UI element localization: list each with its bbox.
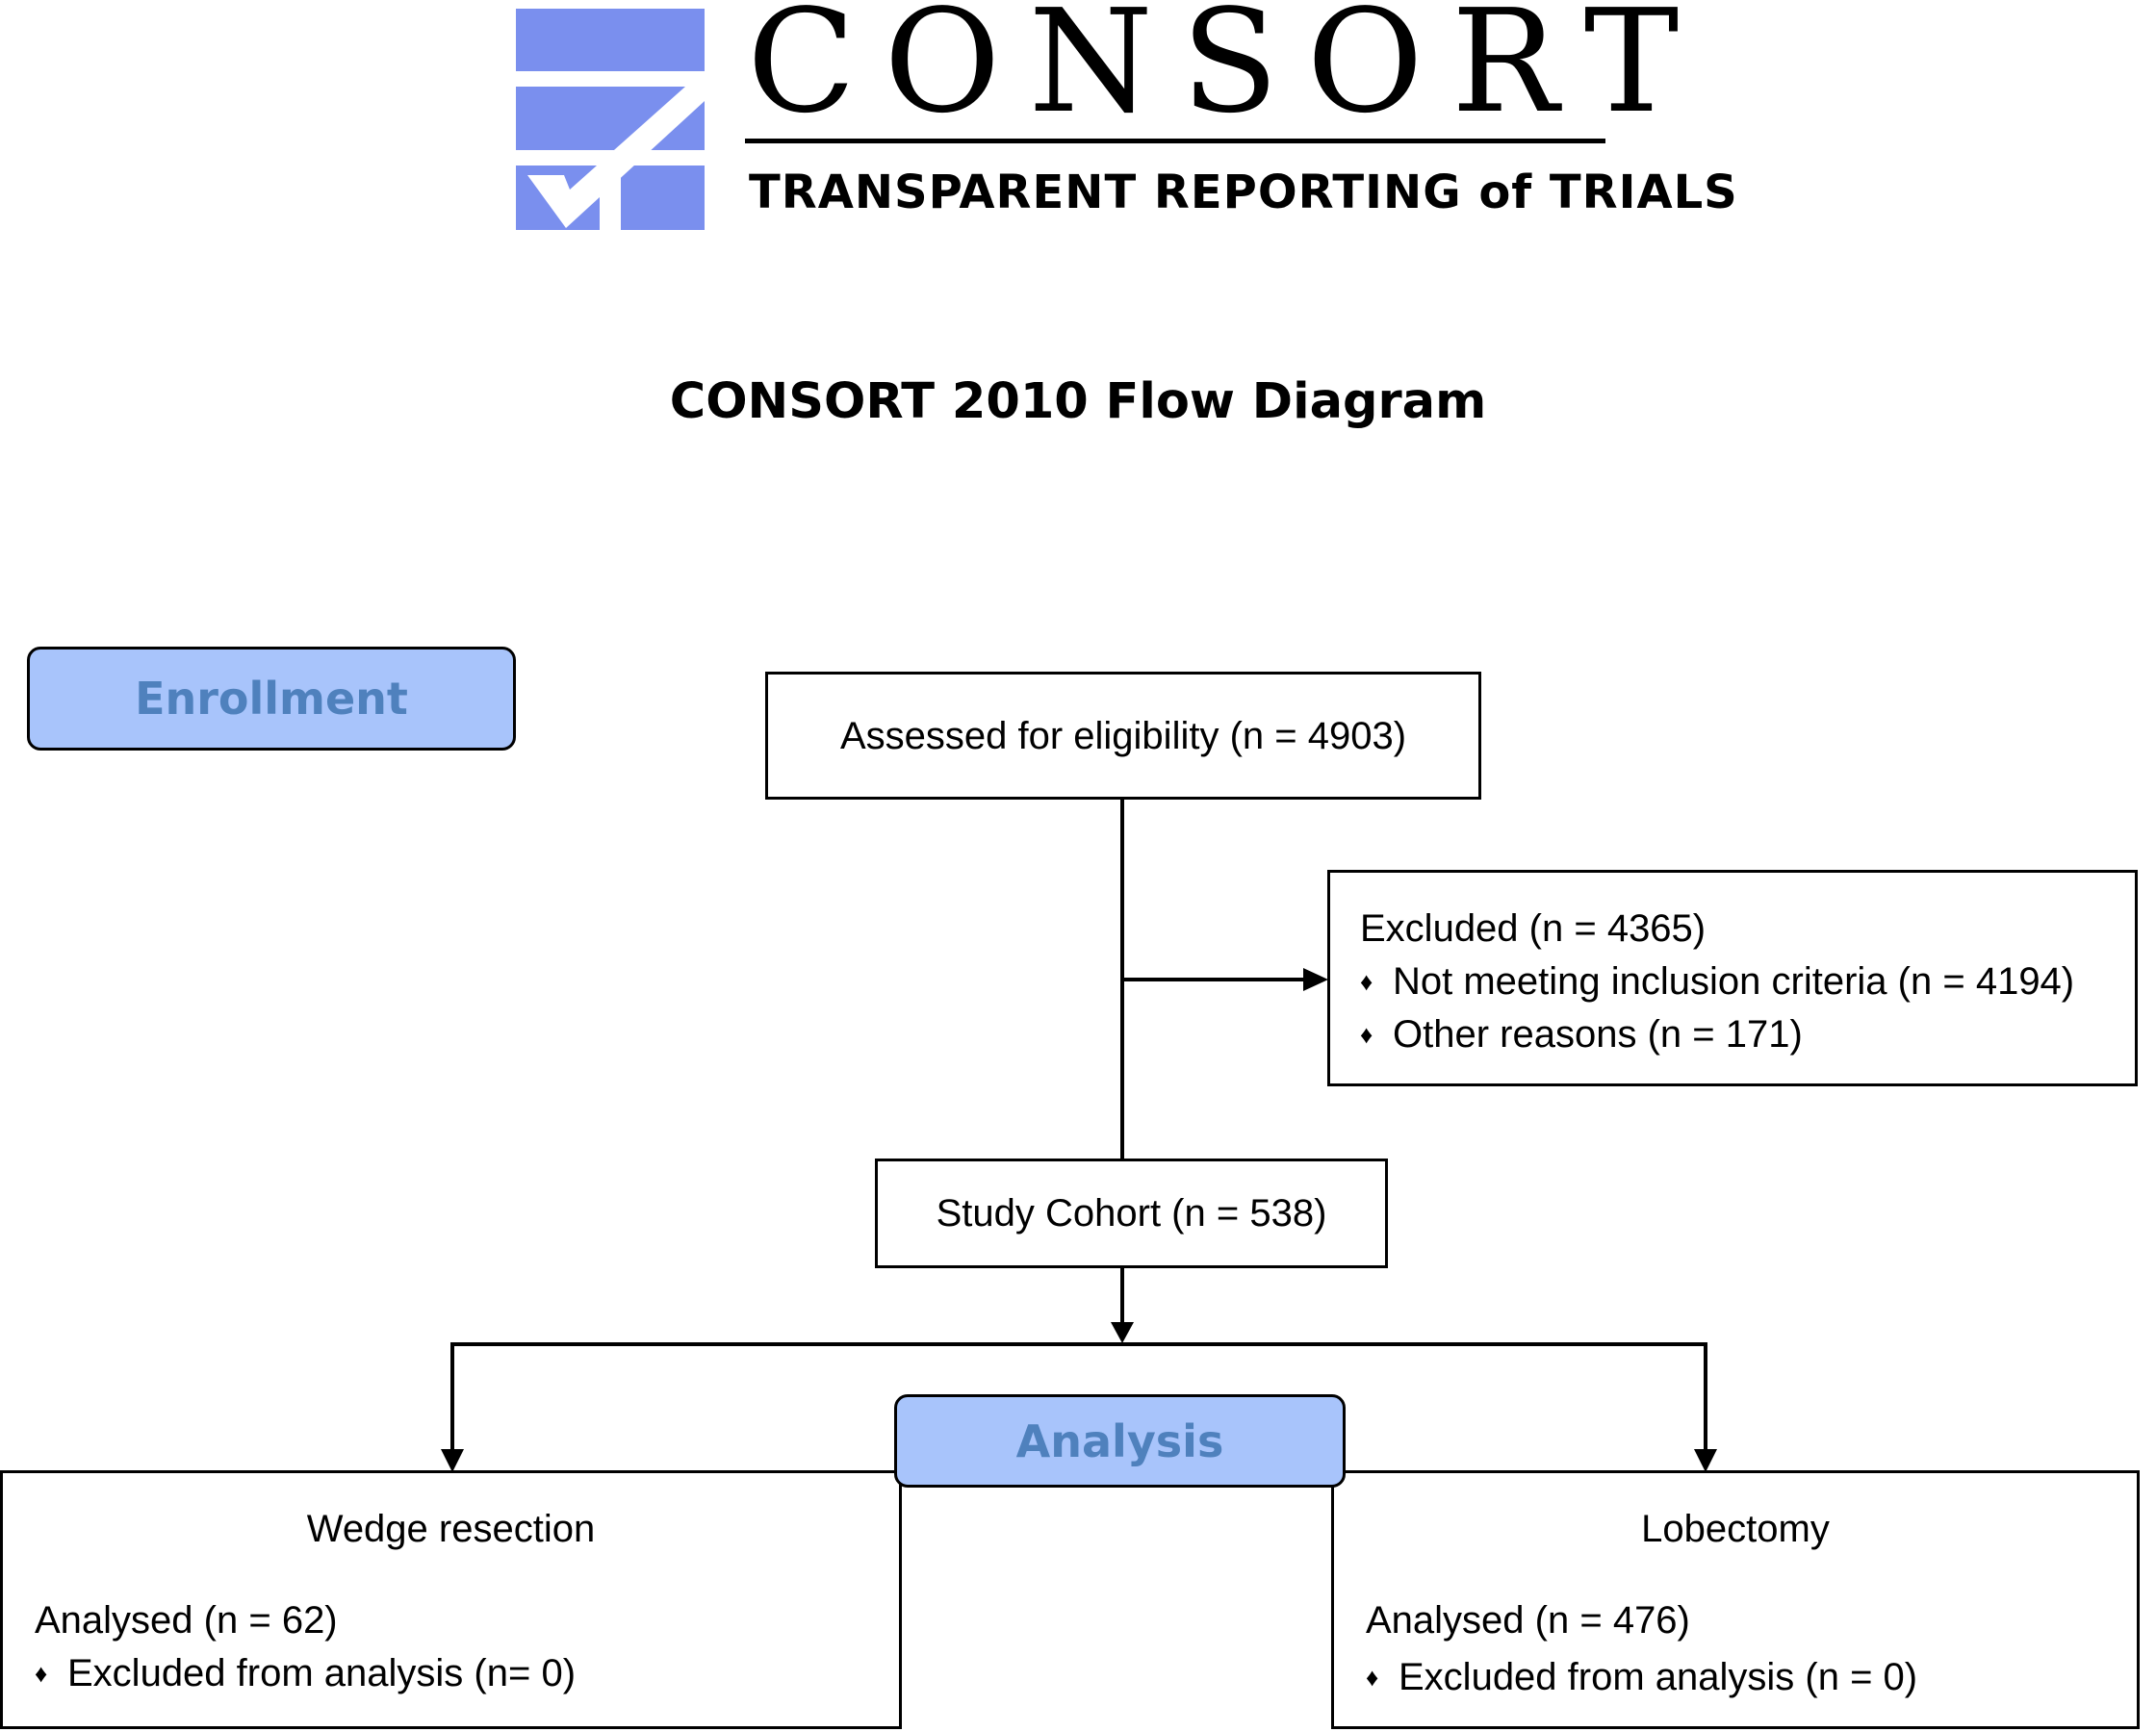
logo-divider (745, 139, 1605, 143)
excluded-heading: Excluded (n = 4365) (1360, 909, 1706, 948)
lobectomy-analysed: Analysed (n = 476) (1366, 1601, 1690, 1640)
excluded-reason-1: ♦ Not meeting inclusion criteria (n = 419… (1360, 962, 2074, 1001)
box-cohort-text: Study Cohort (n = 538) (936, 1192, 1327, 1235)
box-assessed-text: Assessed for eligibility (n = 4903) (839, 714, 1407, 757)
wedge-title-text: Wedge resection (306, 1508, 596, 1550)
consort-logo-mark (516, 9, 705, 230)
stage-label-analysis-text: Analysis (1015, 1414, 1224, 1467)
box-assessed: Assessed for eligibility (n = 4903) (765, 672, 1481, 800)
stage-label-enrollment: Enrollment (27, 647, 516, 751)
wedge-excluded-text: Excluded from analysis (n= 0) (67, 1652, 577, 1694)
excluded-heading-text: Excluded (n = 4365) (1360, 907, 1707, 950)
wedge-excluded: ♦ Excluded from analysis (n= 0) (35, 1654, 576, 1693)
arrow-to-excluded (1303, 968, 1328, 991)
lobectomy-analysed-text: Analysed (n = 476) (1366, 1599, 1690, 1642)
checkmark-icon (527, 87, 705, 228)
arrow-to-lobectomy (1694, 1449, 1717, 1472)
diamond-bullet-icon: ♦ (35, 1659, 48, 1688)
diamond-bullet-icon: ♦ (1366, 1663, 1379, 1692)
lobectomy-excluded: ♦ Excluded from analysis (n = 0) (1366, 1658, 1917, 1696)
stage-label-analysis: Analysis (894, 1394, 1346, 1488)
logo-wordmark: CONSORT (747, 0, 1707, 144)
wedge-analysed-text: Analysed (n = 62) (35, 1599, 338, 1642)
excluded-reason-1-text: Not meeting inclusion criteria (n = 4194… (1393, 960, 2075, 1003)
diamond-bullet-icon: ♦ (1360, 1020, 1373, 1049)
logo-block-bottom-right (621, 166, 705, 230)
excluded-reason-2: ♦ Other reasons (n = 171) (1360, 1015, 1803, 1054)
diagram-title: CONSORT 2010 Flow Diagram (669, 373, 1487, 430)
box-lobectomy: Lobectomy Analysed (n = 476) ♦ Excluded f… (1331, 1470, 2140, 1729)
lobectomy-title-text: Lobectomy (1641, 1508, 1830, 1550)
wedge-title: Wedge resection (3, 1510, 899, 1548)
stage-label-enrollment-text: Enrollment (135, 673, 408, 725)
box-cohort: Study Cohort (n = 538) (875, 1159, 1388, 1268)
excluded-reason-2-text: Other reasons (n = 171) (1393, 1013, 1803, 1056)
box-excluded: Excluded (n = 4365) ♦ Not meeting inclusi… (1327, 870, 2138, 1086)
lobectomy-title: Lobectomy (1334, 1510, 2137, 1548)
logo-tagline: TRANSPARENT REPORTING of TRIALS (749, 166, 1738, 219)
arrow-to-split (1111, 1322, 1134, 1343)
logo-bar-top (516, 9, 705, 71)
wedge-analysed: Analysed (n = 62) (35, 1601, 338, 1640)
box-wedge-resection: Wedge resection Analysed (n = 62) ♦ Exclu… (0, 1470, 902, 1729)
arrow-to-wedge (441, 1449, 464, 1472)
lobectomy-excluded-text: Excluded from analysis (n = 0) (1399, 1656, 1918, 1698)
diamond-bullet-icon: ♦ (1360, 967, 1373, 996)
